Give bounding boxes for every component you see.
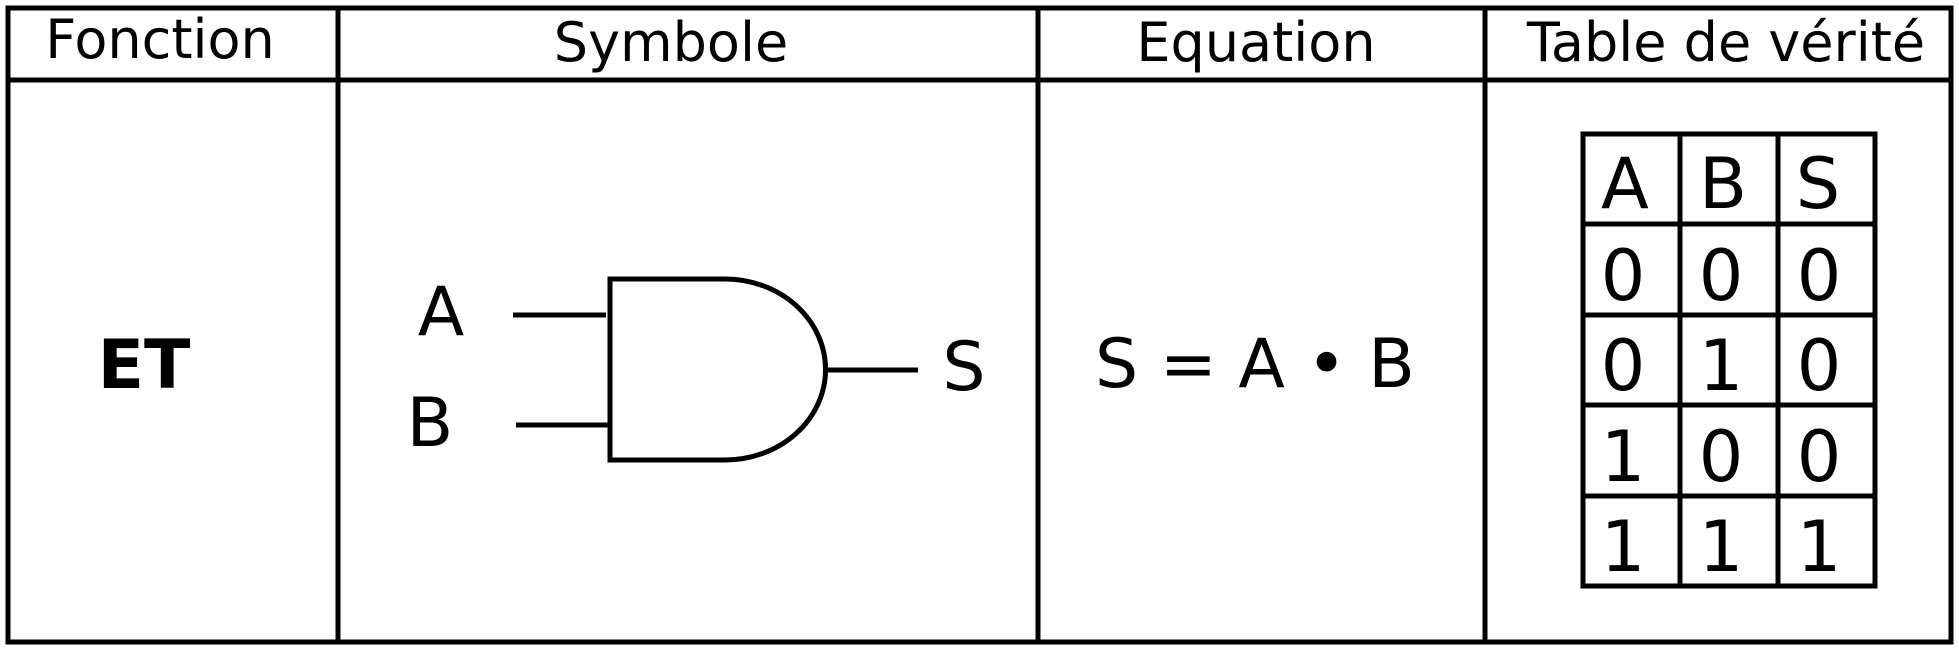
header-function: Fonction — [45, 8, 275, 71]
input-b-label: B — [407, 384, 454, 463]
and-gate-icon — [607, 276, 829, 463]
truth-table-cell: 1 — [1601, 506, 1646, 588]
truth-table-header-cell: B — [1699, 143, 1747, 225]
truth-table-header-cell: A — [1601, 143, 1649, 225]
boolean-equation: S = A • B — [1095, 325, 1415, 404]
truth-table-cell: 0 — [1601, 235, 1646, 317]
truth-table-border — [1580, 131, 1878, 589]
truth-table-cell: 1 — [1699, 506, 1744, 588]
and-gate-symbol: A B S — [407, 273, 986, 463]
truth-table-cell: 1 — [1797, 506, 1842, 588]
truth-table-cell: 0 — [1699, 235, 1744, 317]
header-symbol: Symbole — [554, 11, 788, 74]
truth-table-cell: 0 — [1601, 325, 1646, 407]
output-label: S — [942, 328, 985, 407]
truth-table: A B S 0 0 0 0 1 0 1 0 0 1 1 1 — [1580, 131, 1878, 589]
header-equation: Equation — [1136, 11, 1375, 74]
header-truth-table: Table de vérité — [1526, 11, 1925, 74]
truth-table-cell: 0 — [1699, 416, 1744, 498]
function-name: ET — [98, 326, 191, 405]
truth-table-cell: 0 — [1797, 235, 1842, 317]
truth-table-cell: 0 — [1797, 416, 1842, 498]
truth-table-header-cell: S — [1796, 143, 1840, 225]
table-grid — [5, 5, 1954, 645]
truth-table-cell: 1 — [1601, 416, 1646, 498]
truth-table-cell: 0 — [1797, 325, 1842, 407]
table-border — [5, 5, 1954, 645]
input-a-label: A — [418, 273, 465, 352]
truth-table-cell: 1 — [1699, 325, 1744, 407]
